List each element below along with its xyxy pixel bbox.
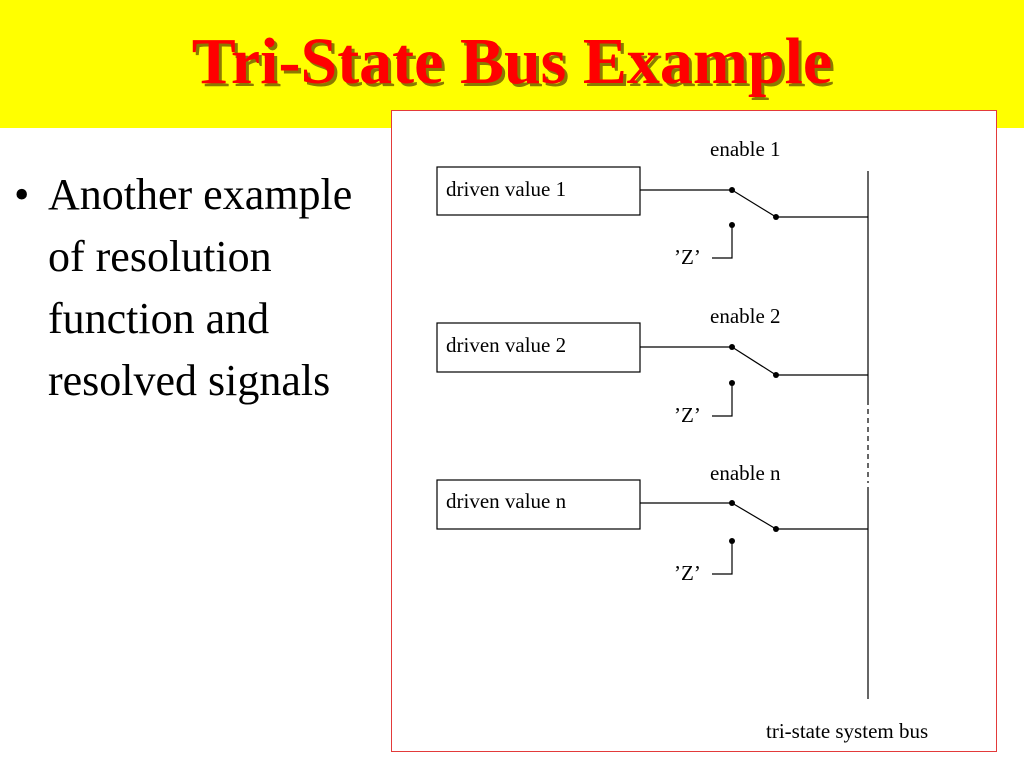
switch-blade-2: [731, 346, 777, 376]
tri-state-diagram: driven value 1 enable 1 ’Z’ driven value…: [391, 110, 997, 752]
switch-pivot-2: [773, 372, 779, 378]
switch-blade-n: [731, 502, 777, 530]
bullet-icon: •: [14, 170, 30, 219]
driver-label-n: driven value n: [446, 489, 567, 513]
switch-contact-1: [729, 187, 735, 193]
title-bar: Tri-State Bus Example: [0, 0, 1024, 128]
enable-label-2: enable 2: [710, 304, 781, 328]
z-contact-n: [729, 538, 735, 544]
z-contact-1: [729, 222, 735, 228]
z-contact-2: [729, 380, 735, 386]
z-wire-1: [712, 225, 733, 259]
enable-label-n: enable n: [710, 461, 781, 485]
z-wire-2: [712, 383, 733, 417]
driver-group-n: [436, 479, 868, 575]
driver-box-n: [436, 479, 641, 530]
driver-group-1: [436, 166, 868, 259]
switch-pivot-1: [773, 214, 779, 220]
slide-title: Tri-State Bus Example: [191, 25, 833, 98]
driver-group-2: [436, 322, 868, 417]
bullet-item: • Another example of resolution function…: [14, 164, 374, 412]
diagram-canvas: driven value 1 enable 1 ’Z’ driven value…: [436, 137, 928, 743]
switch-blade-1: [731, 189, 777, 218]
z-label-n: ’Z’: [674, 561, 701, 585]
bullet-list: • Another example of resolution function…: [14, 164, 374, 412]
bullet-text: Another example of resolution function a…: [48, 170, 353, 405]
switch-pivot-n: [773, 526, 779, 532]
driver-box-1: [436, 166, 641, 216]
switch-contact-n: [729, 500, 735, 506]
driver-label-2: driven value 2: [446, 333, 566, 357]
z-label-1: ’Z’: [674, 245, 701, 269]
bus-label: tri-state system bus: [766, 719, 928, 743]
enable-label-1: enable 1: [710, 137, 781, 161]
z-label-2: ’Z’: [674, 403, 701, 427]
z-wire-n: [712, 541, 733, 575]
switch-contact-2: [729, 344, 735, 350]
driver-label-1: driven value 1: [446, 177, 566, 201]
